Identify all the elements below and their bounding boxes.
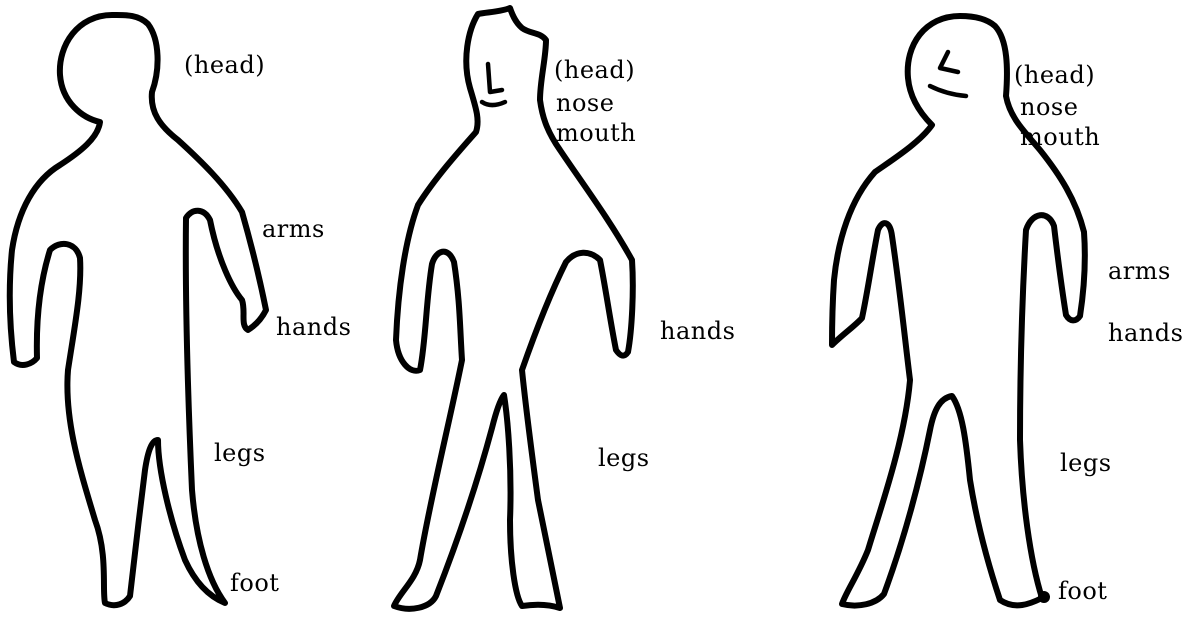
- figure-3-nose-label: nose: [1020, 94, 1078, 121]
- figure-2-nose: [488, 64, 502, 92]
- figure-3-head-label: (head): [1014, 62, 1095, 89]
- figure-3-foot-dot: [1038, 591, 1050, 603]
- figure-1-body-outline: [10, 15, 266, 605]
- figure-3-hands-label: hands: [1108, 320, 1183, 347]
- figure-3-mouth: [930, 86, 966, 96]
- figure-3-legs-label: legs: [1060, 450, 1112, 477]
- figure-3-arms-label: arms: [1108, 258, 1171, 285]
- figure-2-hands-label: hands: [660, 318, 735, 345]
- figure-2-nose-label: nose: [556, 90, 614, 117]
- figure-3-nose: [940, 52, 958, 72]
- figure-1: [10, 15, 266, 605]
- figure-2-legs-label: legs: [598, 445, 650, 472]
- figure-1-legs-label: legs: [214, 440, 266, 467]
- figure-2-mouth: [482, 102, 505, 105]
- figure-1-hands-label: hands: [276, 314, 351, 341]
- figure-1-foot-label: foot: [230, 570, 279, 597]
- figure-1-arms-label: arms: [262, 216, 325, 243]
- figure-2-mouth-label: mouth: [556, 120, 636, 147]
- figure-1-head-label: (head): [184, 52, 265, 79]
- figure-2-head-label: (head): [554, 57, 635, 84]
- figure-3-foot-label: foot: [1058, 578, 1107, 605]
- figure-3-mouth-label: mouth: [1020, 124, 1100, 151]
